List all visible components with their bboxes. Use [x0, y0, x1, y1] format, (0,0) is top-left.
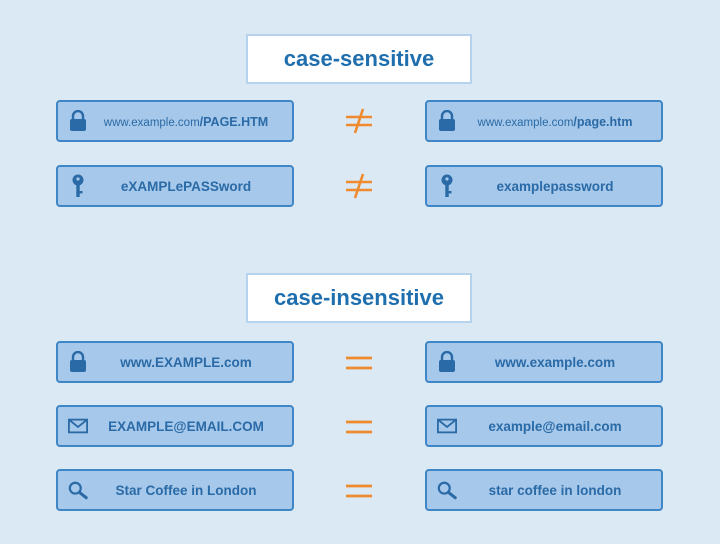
password-box-mixed-case: eXAMPLePASSword: [56, 165, 294, 207]
equals-icon: [339, 407, 379, 447]
lock-icon: [68, 109, 88, 133]
title-case-sensitive-text: case-sensitive: [283, 46, 435, 71]
lock-icon: [68, 350, 88, 374]
not-equal-icon: [339, 101, 379, 141]
domain-box-lowercase: www.example.com: [425, 341, 663, 383]
password-text-lowercase: examplepassword: [496, 178, 614, 194]
url-box-uppercase-path: www.example.com/PAGE.HTM: [56, 100, 294, 142]
email-box-lowercase: example@email.com: [425, 405, 663, 447]
search-text-lowercase: star coffee in london: [488, 482, 622, 498]
title-case-insensitive: case-insensitive: [246, 273, 472, 323]
lock-icon: [437, 109, 457, 133]
email-text-lowercase: example@email.com: [488, 418, 622, 434]
title-case-sensitive: case-sensitive: [246, 34, 472, 84]
envelope-icon: [68, 414, 88, 438]
magnifier-icon: [68, 478, 88, 502]
url-box-lowercase-path: www.example.com/page.htm: [425, 100, 663, 142]
search-box-mixed-case: Star Coffee in London: [56, 469, 294, 511]
domain-box-uppercase: www.EXAMPLE.com: [56, 341, 294, 383]
title-case-insensitive-text: case-insensitive: [274, 285, 444, 310]
lock-icon: [437, 350, 457, 374]
envelope-icon: [437, 414, 457, 438]
email-text-uppercase: EXAMPLE@EMAIL.COM: [108, 418, 264, 434]
magnifier-icon: [437, 478, 457, 502]
equals-icon: [339, 471, 379, 511]
password-box-lowercase: examplepassword: [425, 165, 663, 207]
key-icon: [68, 174, 88, 198]
search-text-mixed-case: Star Coffee in London: [115, 482, 257, 498]
domain-text-lowercase: www.example.com: [494, 354, 616, 370]
email-box-uppercase: EXAMPLE@EMAIL.COM: [56, 405, 294, 447]
key-icon: [437, 174, 457, 198]
url-text-lowercase-path: www.example.com/page.htm: [477, 114, 633, 129]
domain-text-uppercase: www.EXAMPLE.com: [120, 354, 252, 370]
password-text-mixed-case: eXAMPLePASSword: [120, 178, 252, 194]
url-text-uppercase-path: www.example.com/PAGE.HTM: [103, 114, 269, 129]
search-box-lowercase: star coffee in london: [425, 469, 663, 511]
equals-icon: [339, 343, 379, 383]
not-equal-icon: [339, 166, 379, 206]
